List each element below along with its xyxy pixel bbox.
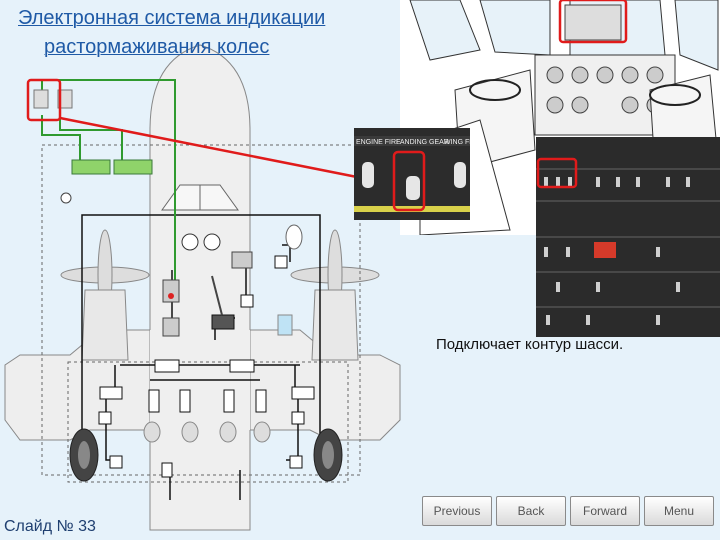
slide-title: Электронная система индикации растормажи… bbox=[18, 4, 325, 62]
landing-gear-switch-inset: ENGINE FIRE LANDING GEAR WING FLAPS bbox=[354, 128, 488, 220]
previous-button[interactable]: Previous bbox=[422, 496, 492, 526]
inset-label-landing-gear: LANDING GEAR bbox=[396, 139, 449, 146]
slide-title-line1: Электронная система индикации bbox=[18, 7, 326, 29]
overhead-panel-illustration bbox=[536, 137, 720, 337]
inset-label-engine-fire: ENGINE FIRE bbox=[356, 139, 401, 146]
back-button[interactable]: Back bbox=[496, 496, 566, 526]
slide-number: Слайд № 33 bbox=[4, 518, 96, 535]
menu-button[interactable]: Menu bbox=[644, 496, 714, 526]
inset-label-wing-flaps: WING FLAPS bbox=[444, 139, 470, 146]
slide-title-line2: растормаживания колес bbox=[44, 36, 270, 58]
switch-callout bbox=[26, 78, 62, 122]
forward-button[interactable]: Forward bbox=[570, 496, 640, 526]
caption-text: Подключает контур шасси. bbox=[436, 336, 624, 353]
cockpit-illustration bbox=[400, 0, 720, 236]
